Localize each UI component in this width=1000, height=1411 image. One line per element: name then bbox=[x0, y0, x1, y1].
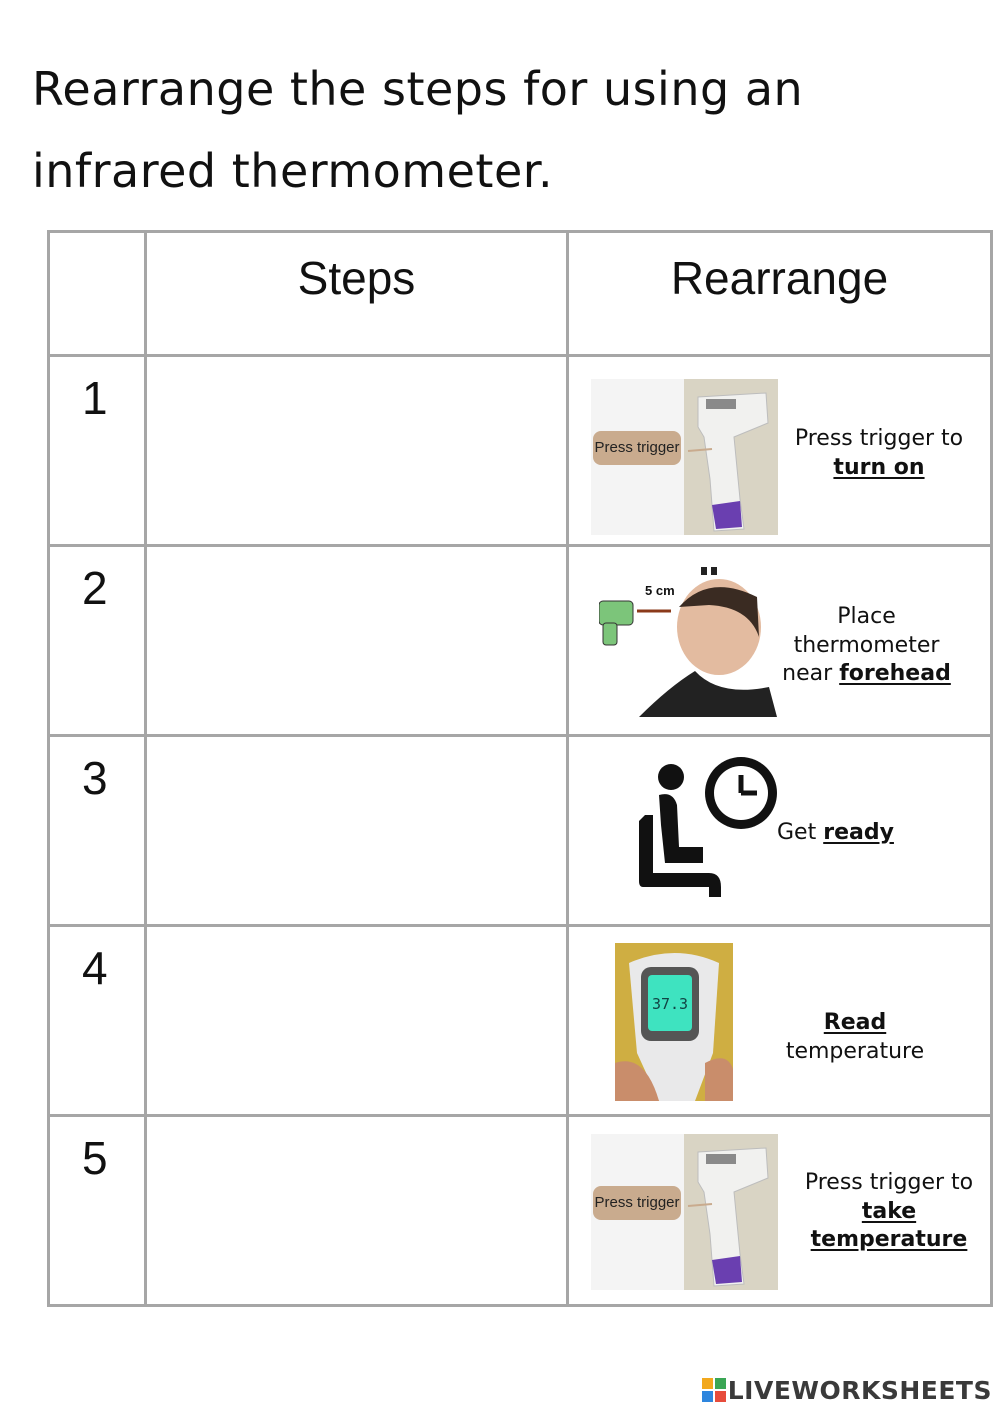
draggable-step-card[interactable]: 37.3 Read temperature bbox=[569, 927, 990, 1114]
step-number: 1 bbox=[47, 354, 147, 547]
distance-label: 5 cm bbox=[645, 583, 675, 598]
rearrange-cell: Press trigger Press trigger to turn on bbox=[566, 354, 993, 547]
thermometer-trigger-photo: Press trigger bbox=[591, 1134, 778, 1290]
steps-table: Steps Rearrange 1 Press bbox=[47, 230, 993, 1307]
step-drop-zone[interactable] bbox=[144, 734, 569, 927]
title-line-2: infrared thermometer. bbox=[32, 144, 554, 198]
step-drop-zone[interactable] bbox=[144, 924, 569, 1117]
worksheet-title: Rearrange the steps for using an infrare… bbox=[32, 48, 932, 212]
liveworksheets-logo: LIVEWORKSHEETS bbox=[701, 1376, 992, 1408]
rearrange-cell: Press trigger Press trigger to take temp… bbox=[566, 1114, 993, 1307]
waiting-person-clock-icon bbox=[639, 755, 781, 900]
step-number: 2 bbox=[47, 544, 147, 737]
header-number bbox=[47, 230, 147, 357]
header-row: Steps Rearrange bbox=[47, 230, 993, 357]
temperature-reading: 37.3 bbox=[651, 995, 689, 1013]
table-row: 3 Get ready bbox=[47, 734, 993, 927]
rearrange-cell: Get ready bbox=[566, 734, 993, 927]
draggable-step-card[interactable]: 5 cm Place thermometer near forehead bbox=[569, 547, 990, 734]
draggable-step-card[interactable]: Get ready bbox=[569, 737, 990, 924]
table-row: 2 5 cm Pla bbox=[47, 544, 993, 737]
thermometer-trigger-photo: Press trigger bbox=[591, 379, 778, 535]
header-steps: Steps bbox=[144, 230, 569, 357]
step-caption: Place thermometer near forehead bbox=[782, 604, 951, 686]
table-row: 1 Press trigger bbox=[47, 354, 993, 547]
thermometer-display-photo: 37.3 bbox=[615, 943, 733, 1101]
press-trigger-callout: Press trigger bbox=[593, 431, 681, 465]
step-number: 3 bbox=[47, 734, 147, 927]
step-drop-zone[interactable] bbox=[144, 354, 569, 547]
step-caption: Get ready bbox=[777, 820, 894, 845]
step-number: 4 bbox=[47, 924, 147, 1117]
step-caption: Press trigger to turn on bbox=[794, 426, 964, 480]
forehead-distance-photo: 5 cm bbox=[598, 567, 779, 717]
step-caption: Press trigger to take temperature bbox=[804, 1170, 974, 1252]
step-number: 5 bbox=[47, 1114, 147, 1307]
table-row: 4 37.3 Read temperature bbox=[47, 924, 993, 1117]
press-trigger-callout: Press trigger bbox=[593, 1186, 681, 1220]
rearrange-cell: 37.3 Read temperature bbox=[566, 924, 993, 1117]
step-caption: Read temperature bbox=[785, 1010, 925, 1064]
title-line-1: Rearrange the steps for using an bbox=[32, 62, 804, 116]
header-rearrange: Rearrange bbox=[566, 230, 993, 357]
draggable-step-card[interactable]: Press trigger Press trigger to take temp… bbox=[569, 1117, 990, 1304]
table-row: 5 Press trigger bbox=[47, 1114, 993, 1307]
liveworksheets-logo-icon bbox=[701, 1378, 726, 1408]
brand-text: LIVEWORKSHEETS bbox=[727, 1376, 992, 1405]
step-drop-zone[interactable] bbox=[144, 544, 569, 737]
step-drop-zone[interactable] bbox=[144, 1114, 569, 1307]
rearrange-cell: 5 cm Place thermometer near forehead bbox=[566, 544, 993, 737]
draggable-step-card[interactable]: Press trigger Press trigger to turn on bbox=[569, 357, 990, 544]
